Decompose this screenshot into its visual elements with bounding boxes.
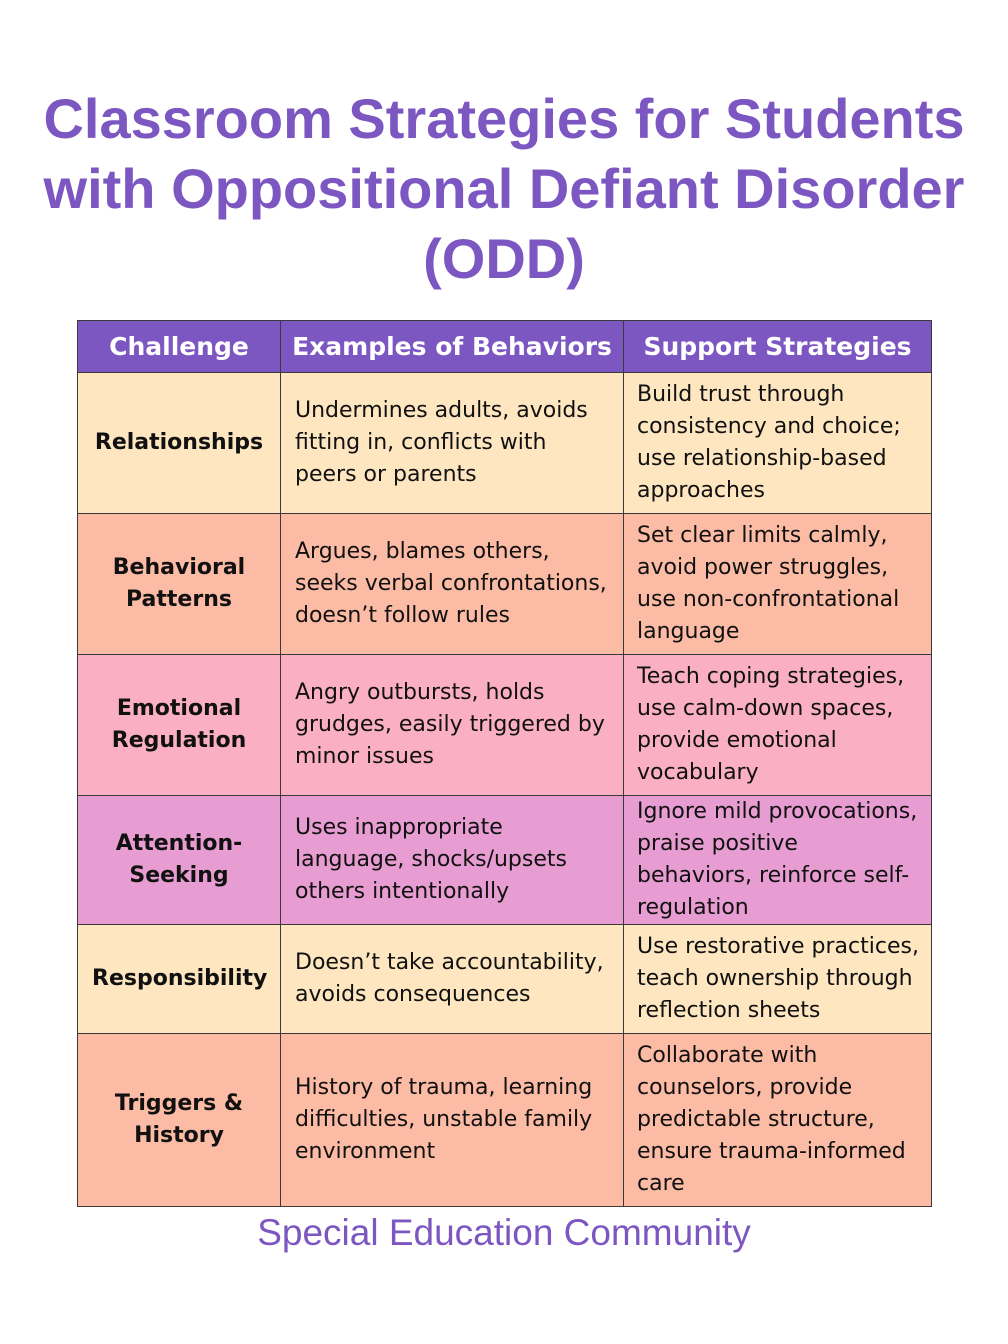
behaviors-cell: Uses inappropriate language, shocks/upse… bbox=[280, 795, 624, 925]
table-row-triggers-history: Triggers & History History of trauma, le… bbox=[77, 1033, 932, 1207]
page-title: Classroom Strategies for Students with O… bbox=[43, 87, 965, 290]
strategies-cell: Collaborate with counselors, provide pre… bbox=[623, 1033, 932, 1207]
table-row-behavioral-patterns: Behavioral Patterns Argues, blames other… bbox=[77, 513, 932, 655]
challenge-cell: Behavioral Patterns bbox=[77, 513, 281, 655]
table-row-emotional-regulation: Emotional Regulation Angry outbursts, ho… bbox=[77, 654, 932, 796]
table-row-responsibility: Responsibility Doesn’t take accountabili… bbox=[77, 924, 932, 1034]
behaviors-cell: Undermines adults, avoids fitting in, co… bbox=[280, 372, 624, 514]
strategies-table-container: Challenge Examples of Behaviors Support … bbox=[77, 320, 932, 1207]
behaviors-cell: Argues, blames others, seeks verbal conf… bbox=[280, 513, 624, 655]
header-examples-of-behaviors: Examples of Behaviors bbox=[280, 320, 624, 373]
table-header-row: Challenge Examples of Behaviors Support … bbox=[77, 320, 932, 373]
strategies-table: Challenge Examples of Behaviors Support … bbox=[77, 320, 932, 1207]
strategies-cell: Ignore mild provocations, praise positiv… bbox=[623, 795, 932, 925]
strategies-cell: Use restorative practices, teach ownersh… bbox=[623, 924, 932, 1034]
strategies-cell: Set clear limits calmly, avoid power str… bbox=[623, 513, 932, 655]
strategies-cell: Build trust through consistency and choi… bbox=[623, 372, 932, 514]
table-row-attention-seeking: Attention-Seeking Uses inappropriate lan… bbox=[77, 795, 932, 925]
header-support-strategies: Support Strategies bbox=[623, 320, 932, 373]
challenge-cell: Emotional Regulation bbox=[77, 654, 281, 796]
challenge-cell: Relationships bbox=[77, 372, 281, 514]
header-challenge: Challenge bbox=[77, 320, 281, 373]
challenge-cell: Attention-Seeking bbox=[77, 795, 281, 925]
challenge-cell: Responsibility bbox=[77, 924, 281, 1034]
strategies-cell: Teach coping strategies, use calm-down s… bbox=[623, 654, 932, 796]
behaviors-cell: Angry outbursts, holds grudges, easily t… bbox=[280, 654, 624, 796]
challenge-cell: Triggers & History bbox=[77, 1033, 281, 1207]
footer-credit: Special Education Community bbox=[257, 1212, 751, 1253]
behaviors-cell: Doesn’t take accountability, avoids cons… bbox=[280, 924, 624, 1034]
behaviors-cell: History of trauma, learning difficulties… bbox=[280, 1033, 624, 1207]
table-row-relationships: Relationships Undermines adults, avoids … bbox=[77, 372, 932, 514]
